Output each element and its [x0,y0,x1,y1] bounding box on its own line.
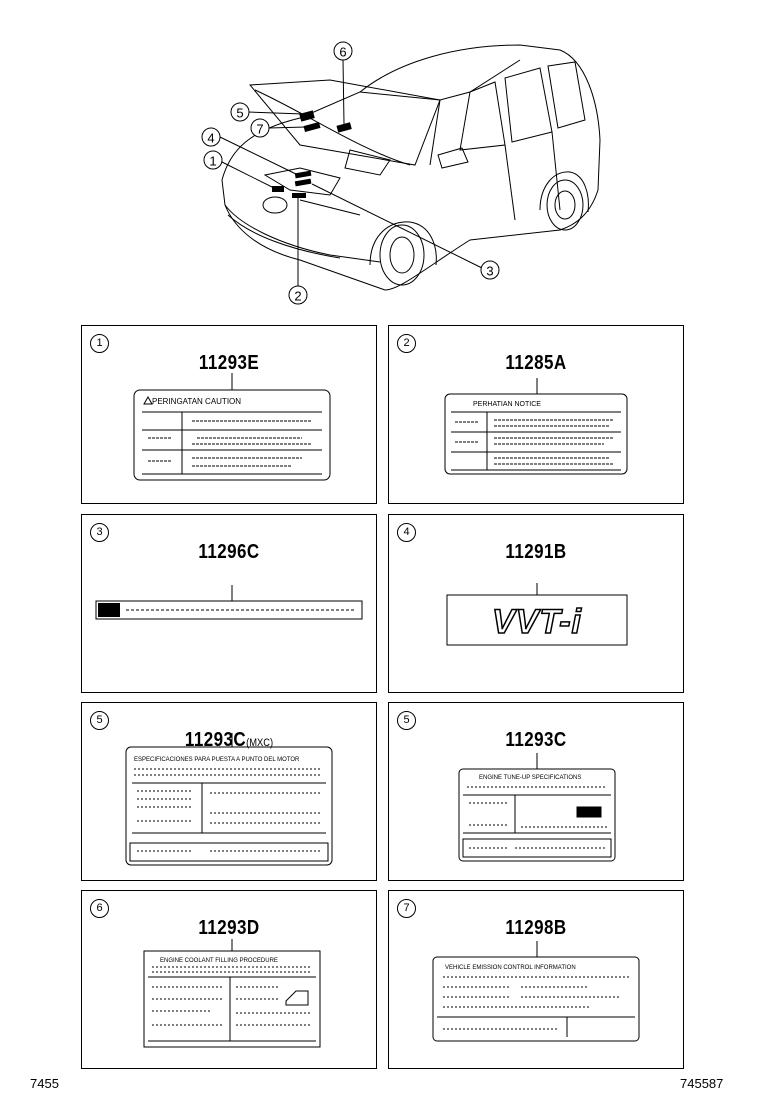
label-panel-11296c: 3 11296C [81,514,377,693]
notice-label-drawing: PERHATIAN NOTICE [444,378,628,475]
panel-number: 5 [397,711,416,730]
panel-number: 3 [90,523,109,542]
label-title: PERHATIAN NOTICE [473,401,541,408]
label-title: ENGINE COOLANT FILLING PROCEDURE [160,958,278,964]
callout-3: 3 [486,264,493,279]
callout-5: 5 [236,106,243,121]
callout-6: 6 [339,45,346,60]
spec-label-drawing-mxc: ESPECIFICACIONES PARA PUESTA A PUNTO DEL… [125,733,333,866]
caution-label-drawing: PERINGATAN CAUTION [133,373,331,481]
callout-1: 1 [209,154,216,169]
label-panel-11293d: 6 11293D ENGINE COOLANT FILLING PROCEDUR… [81,890,377,1069]
vehicle-illustration: 6 5 7 4 1 3 2 [201,41,601,305]
callout-2: 2 [294,289,301,304]
panel-number: 5 [90,711,109,730]
panel-number: 2 [397,334,416,353]
coolant-label-drawing: ENGINE COOLANT FILLING PROCEDURE [143,939,321,1048]
callout-4: 4 [207,131,214,146]
label-panel-11293c-mxc: 5 11293C(MXC) ESPECIFICACIONES PARA PUES… [81,702,377,881]
label-title: ESPECIFICACIONES PARA PUESTA A PUNTO DEL… [134,757,300,763]
part-number: 11293C(MXC) [184,729,274,751]
label-title: VEHICLE EMISSION CONTROL INFORMATION [445,965,576,971]
label-panel-11285a: 2 11285A PERHATIAN NOTICE [388,325,684,504]
part-number: 11291B [505,541,567,563]
panel-number: 7 [397,899,416,918]
callout-7: 7 [256,122,263,137]
part-number: 11293D [198,917,260,939]
emission-label-drawing: VEHICLE EMISSION CONTROL INFORMATION [432,941,640,1042]
part-number: 11293C [505,729,567,751]
label-panel-11298b: 7 11298B VEHICLE EMISSION CONTROL INFORM… [388,890,684,1069]
part-number: 11296C [198,541,260,563]
part-number: 11293E [198,352,260,374]
label-title: PERINGATAN CAUTION [152,397,241,406]
footer-left-code: 7455 [30,1076,59,1091]
vvti-logo-text: VVT-i [492,603,583,641]
panel-number: 1 [90,334,109,353]
panel-number: 4 [397,523,416,542]
label-panel-11293c: 5 11293C ENGINE TUNE-UP SPECIFICATIONS [388,702,684,881]
label-title: ENGINE TUNE-UP SPECIFICATIONS [479,775,581,781]
vvti-emblem-drawing: VVT-i [446,583,628,646]
part-number: 11298B [505,917,567,939]
part-number: 11285A [505,352,567,374]
panel-number: 6 [90,899,109,918]
label-panel-11293e: 1 11293E PERINGATAN CAUTION [81,325,377,504]
footer-right-code: 745587 [680,1076,724,1091]
strip-label-drawing [95,585,363,620]
label-panel-11291b: 4 11291B VVT-i [388,514,684,693]
spec-label-drawing: ENGINE TUNE-UP SPECIFICATIONS [458,753,616,862]
